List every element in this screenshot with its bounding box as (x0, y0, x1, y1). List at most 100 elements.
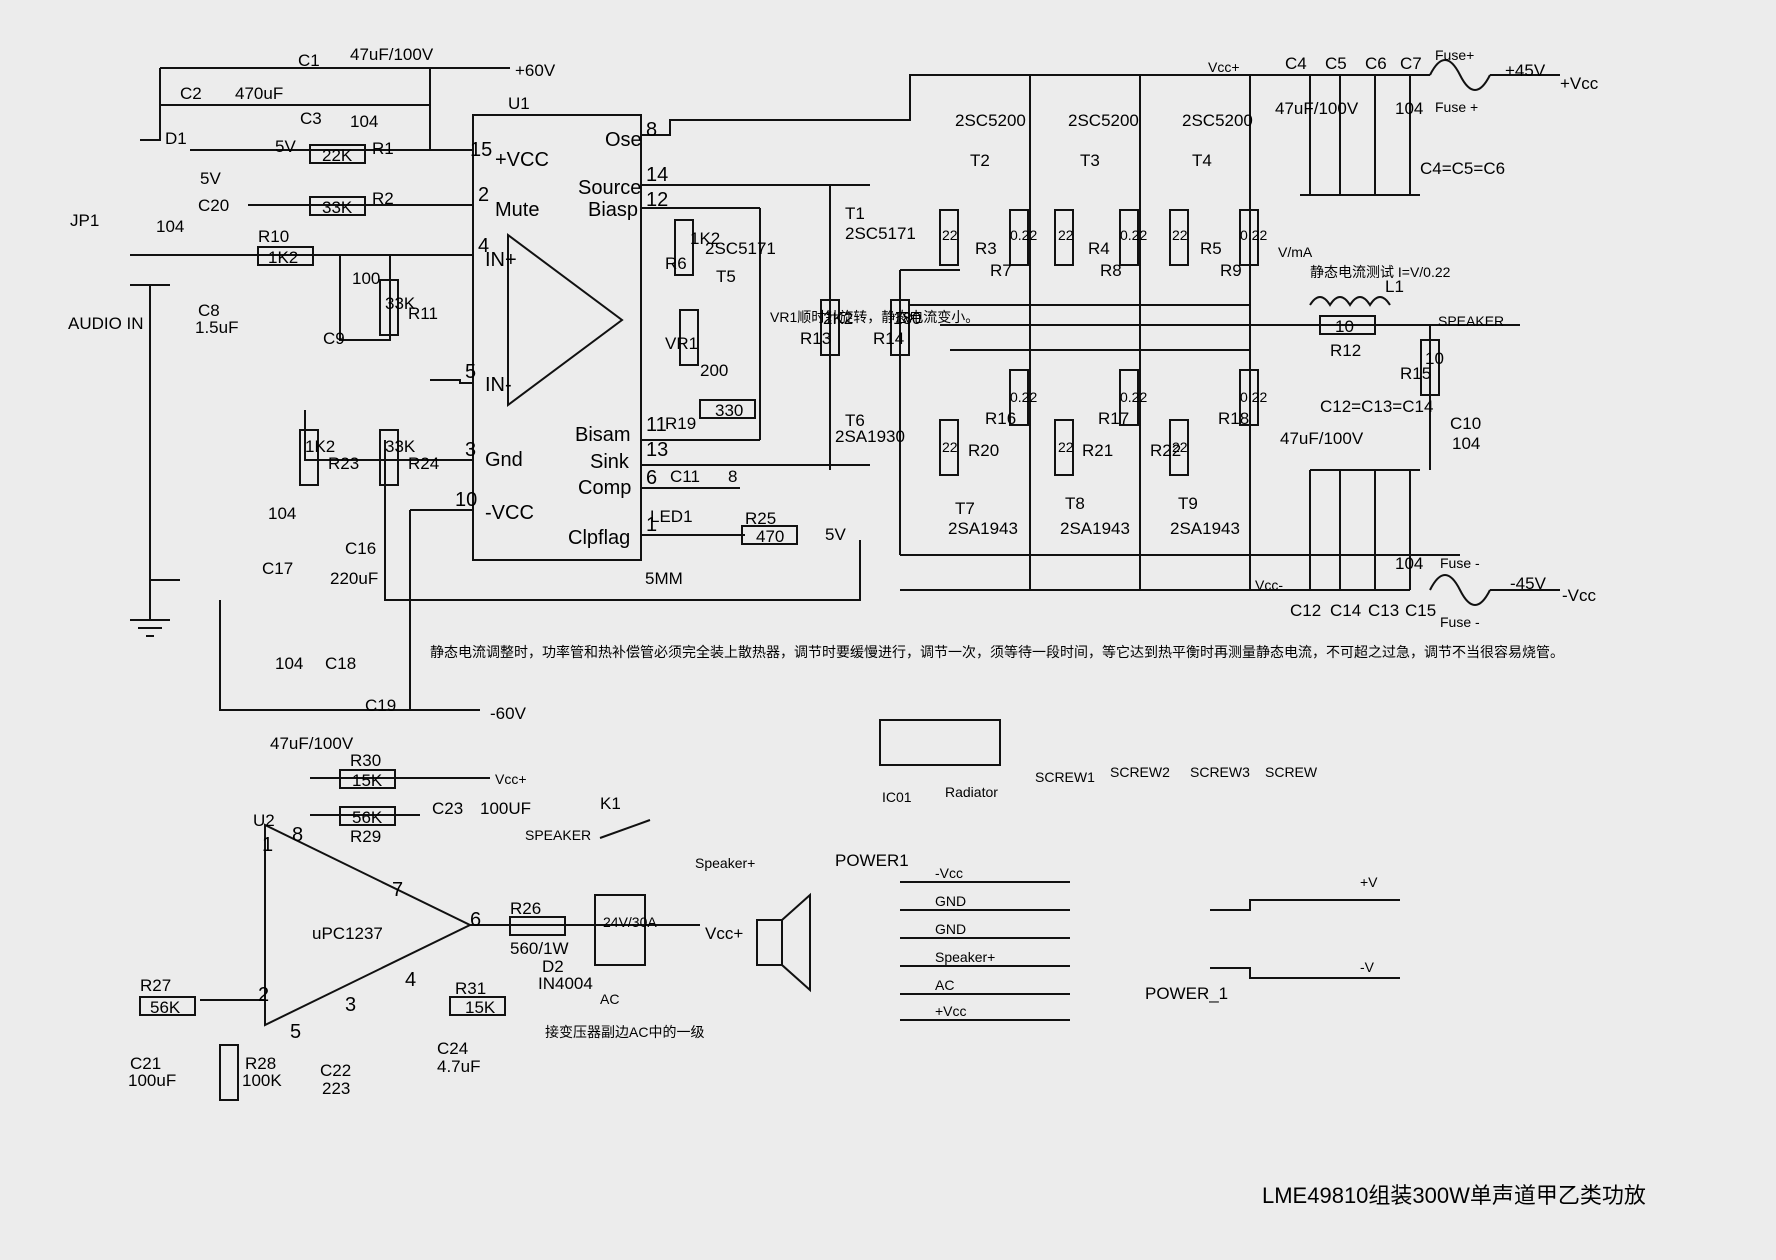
relay-contact-k1 (599, 819, 651, 839)
label-pin2: 2 (478, 184, 490, 206)
label-t3-type: 2SC5200 (1068, 111, 1139, 130)
label-r6-value: 1K2 (690, 229, 721, 248)
label-ic01: IC01 (882, 789, 912, 805)
label-c22-value: 223 (322, 1079, 351, 1098)
label-radiator: Radiator (945, 784, 998, 800)
resistor-r30 (339, 769, 396, 789)
label-pin4: 4 (478, 235, 490, 257)
label-minus60v: -60V (490, 704, 526, 723)
label-r3-value: 22 (942, 227, 958, 243)
resistor-r15 (1420, 339, 1440, 396)
label-5v-b: 5V (825, 525, 846, 544)
label-r16: R16 (985, 409, 1017, 428)
label-r1-value: 22K (322, 146, 353, 165)
label-t6: T6 (845, 411, 865, 430)
resistor-bodies (139, 144, 1440, 1101)
u1-opamp-symbol (507, 233, 624, 407)
label-pin14: 14 (646, 164, 669, 186)
resistor-r14 (890, 299, 910, 356)
wire-in-minus (430, 379, 473, 384)
resistor-r23 (299, 429, 319, 486)
label-c15-value: 104 (1395, 554, 1424, 573)
resistor-r9 (1239, 209, 1259, 266)
label-fuse-plus-b: Fuse + (1435, 99, 1479, 115)
label-t4-type: 2SC5200 (1182, 111, 1253, 130)
label-r20-value: 22 (942, 439, 958, 455)
label-r29-value: 56K (352, 808, 383, 827)
speaker-cone (781, 892, 811, 993)
label-relay-rating: 24V/30A (603, 914, 657, 930)
label-c19-value: 47uF/100V (270, 734, 354, 753)
label-c2-value: 470uF (235, 84, 284, 103)
label-transformer-note: 接变压器副边AC中的一级 (545, 1024, 705, 1040)
label-mute: Mute (495, 199, 540, 221)
label-cap-bank-b-rating: 47uF/100V (1280, 429, 1364, 448)
label-u2-pin6: 6 (470, 909, 482, 931)
resistor-r22 (1169, 419, 1189, 476)
label-t4: T4 (1192, 151, 1212, 170)
label-speaker: SPEAKER (1438, 313, 1505, 329)
label-c16: C16 (345, 539, 377, 558)
label-r2: R2 (372, 189, 394, 208)
label-source: Source (578, 177, 642, 199)
label-c1: C1 (298, 51, 320, 70)
resistor-r20 (939, 419, 959, 476)
label-r17-value: 0.22 (1120, 389, 1148, 405)
label-pin12: 12 (646, 189, 669, 211)
resistor-r27 (139, 996, 196, 1016)
label-r22-value: 22 (1172, 439, 1188, 455)
label-minus-vcc-right: -Vcc (1562, 586, 1596, 605)
label-d1-value: 5V (200, 169, 221, 188)
label-r12-value: 10 (1335, 317, 1354, 336)
wire-left-ground (140, 68, 161, 141)
fuse-plus-symbol (1429, 59, 1491, 91)
label-c12-equality: C12=C13=C14 (1320, 397, 1434, 416)
label-r1: R1 (372, 139, 394, 158)
label-r18-value: 0.22 (1240, 389, 1268, 405)
label-r20: R20 (968, 441, 1000, 460)
label-sink: Sink (590, 451, 629, 473)
label-r23-value: 1K2 (305, 437, 336, 456)
label-5mm: 5MM (645, 569, 683, 588)
label-r5-value: 22 (1172, 227, 1188, 243)
label-r4: R4 (1088, 239, 1110, 258)
label-u2-pin3: 3 (345, 994, 357, 1016)
label-c23: C23 (432, 799, 464, 818)
inductor-l1-symbol (1309, 296, 1391, 307)
label-power2-minus-v: -V (1360, 959, 1374, 975)
label-t9: T9 (1178, 494, 1198, 513)
label-c20-value: 104 (156, 217, 185, 236)
schematic-title: LME49810组装300W单声道甲乙类功放 (1262, 1183, 1646, 1208)
speaker-magnet (756, 919, 783, 966)
label-r9: R9 (1220, 261, 1242, 280)
label-power2: POWER_1 (1145, 984, 1229, 1003)
label-c11: C11 (670, 467, 700, 486)
label-pin13: 13 (646, 439, 669, 461)
resistor-r12 (1319, 315, 1376, 335)
label-pin8: 8 (646, 119, 658, 141)
label-t7-type: 2SA1943 (948, 519, 1018, 538)
label-c10: C10 (1450, 414, 1482, 433)
wire-clip-loop (384, 440, 861, 601)
label-biasp: Biasp (588, 199, 639, 221)
label-quiescent-test: 静态电流测试 I=V/0.22 (1310, 264, 1451, 280)
label-r30: R30 (350, 751, 382, 770)
label-power1-minus-vcc: -Vcc (935, 865, 963, 881)
label-r14-value: 180 (893, 309, 922, 328)
label-r16-value: 0.22 (1010, 389, 1038, 405)
label-r19: R19 (665, 414, 697, 433)
resistor-r10 (257, 246, 314, 266)
label-k1: K1 (600, 794, 621, 813)
label-vr1: VR1 (665, 334, 699, 353)
resistor-r8 (1119, 209, 1139, 266)
resistor-r4 (1054, 209, 1074, 266)
label-r2-value: 33K (322, 198, 353, 217)
label-r25-value: 470 (756, 527, 785, 546)
resistor-r5 (1169, 209, 1189, 266)
label-cap-bank-a-rating: 47uF/100V (1275, 99, 1359, 118)
label-t7: T7 (955, 499, 975, 518)
label-r19-value: 330 (715, 401, 744, 420)
label-r23: R23 (328, 454, 360, 473)
label-meter: V/mA (1278, 244, 1313, 260)
